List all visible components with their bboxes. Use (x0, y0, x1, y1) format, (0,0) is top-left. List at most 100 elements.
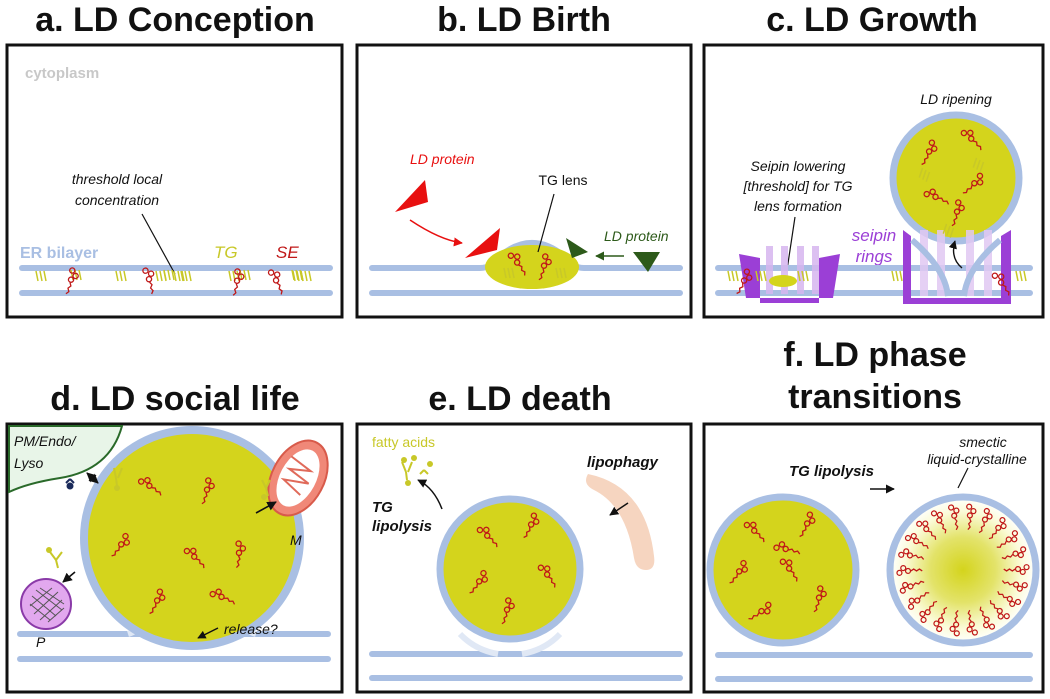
smectic-pointer (957, 467, 969, 489)
sterol-ester-molecule (949, 610, 960, 637)
triglyceride-molecule (115, 270, 127, 282)
sterol-ester-molecule (899, 580, 925, 594)
sterol-ester-molecule (523, 512, 540, 539)
release-label: release? (224, 621, 278, 637)
panel-a-title: a. LD Conception (35, 1, 315, 39)
panel-c-title: c. LD Growth (766, 1, 978, 39)
triglyceride-molecule (291, 269, 303, 281)
smectic-label-line2: liquid-crystalline (927, 451, 1027, 467)
seipin-rings-line2: rings (856, 247, 893, 266)
triglyceride-molecule (891, 270, 903, 282)
ld-ripening-label: LD ripening (920, 91, 992, 107)
sterol-ester-molecule (896, 565, 923, 576)
triglyceride-molecule (972, 157, 985, 172)
sterol-ester-molecule (919, 600, 938, 623)
ld-droplet-amorphous (706, 493, 860, 647)
ld-protein-red-icon (395, 180, 428, 212)
sterol-ester-molecule (948, 504, 960, 531)
sterol-ester-molecule (930, 510, 947, 534)
tg-lens-label: TG lens (538, 172, 587, 188)
seipin-lowering-line3: lens formation (754, 198, 842, 214)
triglyceride-molecule (300, 270, 312, 282)
panel-a: a. LD Conception cytoplasm ER bilayer th… (5, 1, 344, 319)
sterol-ester-molecule (978, 507, 993, 534)
panel-d-title: d. LD social life (50, 380, 299, 418)
lipid-molecules-f (729, 503, 1030, 637)
triglyceride-molecule (180, 270, 192, 282)
sterol-ester-molecule (729, 559, 748, 584)
sterol-ester-molecule (966, 503, 977, 530)
lipid-molecules-e (469, 512, 556, 625)
sterol-ester-molecule (951, 199, 965, 227)
triglyceride-molecule (755, 270, 767, 282)
ld-droplet-d (80, 426, 304, 650)
pm-label-line2: Lyso (14, 455, 44, 471)
sterol-ester-molecule (996, 530, 1019, 548)
sterol-ester-molecule (923, 188, 950, 205)
sterol-ester-molecule (991, 272, 1010, 296)
sterol-ester-molecule (898, 548, 925, 560)
triglyceride-molecule (35, 270, 47, 282)
sterol-ester-molecule (921, 139, 938, 166)
seipin-ring-small (739, 246, 840, 303)
panel-f: f. LD phase transitions TG lipolysis sme… (702, 336, 1045, 694)
er-bilayer-f (715, 652, 1033, 682)
fatty-acid-icons-d (46, 467, 271, 569)
panel-f-title-line2: transitions (788, 378, 962, 416)
sterol-ester-molecule (799, 511, 816, 538)
sterol-ester-molecule (232, 268, 245, 296)
sterol-ester-molecule (979, 606, 996, 630)
sterol-ester-molecule (142, 267, 155, 295)
tg-label: TG (214, 243, 238, 262)
sterol-ester-molecule (1001, 580, 1028, 592)
sterol-ester-molecule (988, 517, 1007, 540)
lipophagy-arrow (609, 502, 629, 516)
pm-label-line1: PM/Endo/ (14, 433, 78, 449)
sterol-ester-molecule (773, 541, 801, 555)
ld-protein-red-bound (465, 228, 500, 258)
triglyceride-molecule (555, 267, 567, 279)
panel-e: e. LD death fatty acids lipophagy TG lip… (355, 380, 693, 694)
threshold-label-line2: concentration (75, 192, 159, 208)
tg-lens-pointer (537, 193, 555, 253)
lipophagy-membrane (586, 474, 655, 570)
sterol-ester-molecule (469, 569, 488, 594)
sterol-ester-molecule (966, 609, 978, 636)
panel-f-title-line1: f. LD phase (783, 336, 966, 374)
sterol-ester-molecule (65, 267, 79, 295)
sterol-ester-molecule (137, 477, 162, 496)
triglyceride-molecule (503, 267, 515, 279)
peroxisome-label: P (36, 634, 46, 650)
sterol-ester-molecule (989, 600, 1010, 620)
lipid-molecules-d (111, 477, 247, 615)
se-label: SE (276, 243, 299, 262)
peroxisome-arrow (62, 571, 76, 583)
pm-exchange-arrow (86, 472, 99, 484)
sterol-ester-molecule (962, 172, 984, 194)
seipin-lowering-line2: [threshold] for TG (743, 178, 853, 194)
sterol-ester-molecule (813, 585, 827, 613)
ld-ripening-droplet (889, 111, 1023, 245)
panel-b-title: b. LD Birth (437, 1, 611, 39)
triglyceride-molecule (918, 167, 931, 182)
panel-d: d. LD social life PM/Endo/ Lyso M P rele… (5, 380, 344, 694)
triglyceride-molecule (163, 269, 175, 281)
triglyceride-molecule (727, 270, 739, 282)
ld-droplet-smectic (886, 493, 1040, 647)
sterol-ester-molecule (736, 268, 753, 295)
fatty-acids-label: fatty acids (372, 434, 435, 450)
sterol-ester-molecule (476, 526, 498, 548)
sterol-ester-molecule (779, 558, 798, 582)
ld-droplet-e (436, 495, 584, 643)
sterol-ester-molecule (743, 521, 765, 543)
threshold-pointer (141, 213, 176, 275)
sterol-ester-molecule (183, 547, 205, 569)
sterol-ester-molecule (267, 269, 283, 295)
triglyceride-molecule (942, 223, 955, 238)
sterol-ester-molecule (748, 601, 772, 620)
sterol-ester-molecule (997, 590, 1022, 607)
panel-e-title: e. LD death (428, 380, 611, 418)
lipid-molecules-a (35, 267, 312, 296)
triglyceride-molecule (797, 270, 809, 282)
